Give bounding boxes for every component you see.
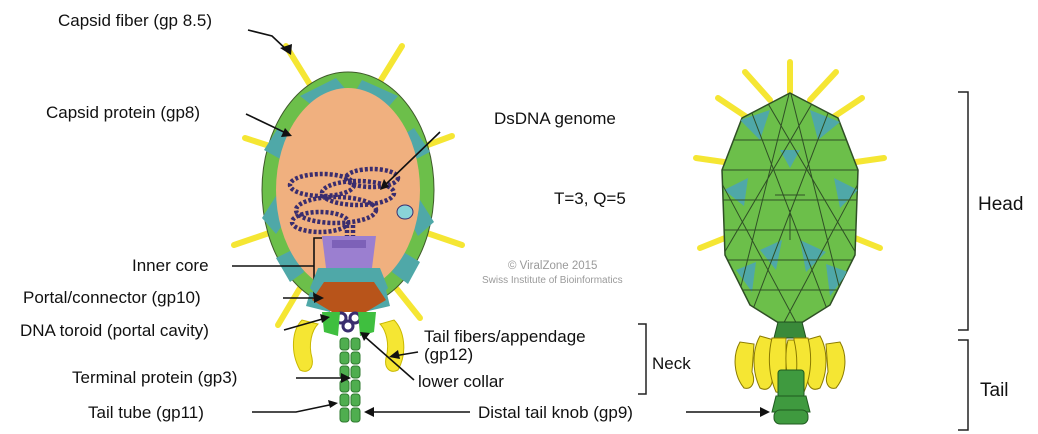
label-head: Head bbox=[978, 194, 1023, 215]
label-capsid-protein: Capsid protein (gp8) bbox=[46, 103, 200, 122]
head-collar bbox=[774, 322, 806, 338]
label-tail-tube: Tail tube (gp11) bbox=[88, 403, 204, 422]
label-portal-connector: Portal/connector (gp10) bbox=[23, 288, 201, 307]
watermark-line1: © ViralZone 2015 bbox=[508, 260, 597, 272]
head-bracket bbox=[958, 92, 968, 330]
label-distal-tail-knob: Distal tail knob (gp9) bbox=[478, 403, 633, 422]
label-neck: Neck bbox=[652, 354, 691, 373]
label-tail-fibers-line2: (gp12) bbox=[424, 345, 473, 364]
watermark-line2: Swiss Institute of Bioinformatics bbox=[482, 275, 623, 286]
label-dsdna-genome: DsDNA genome bbox=[494, 109, 616, 128]
cross-section-model bbox=[234, 46, 462, 422]
watermark: © ViralZone 2015 Swiss Institute of Bioi… bbox=[482, 260, 623, 286]
label-dna-toroid: DNA toroid (portal cavity) bbox=[20, 321, 209, 340]
neck-bracket bbox=[638, 324, 646, 394]
label-terminal-protein: Terminal protein (gp3) bbox=[72, 368, 237, 387]
label-inner-core: Inner core bbox=[132, 256, 209, 275]
portal-connector bbox=[310, 268, 388, 312]
tail-bracket bbox=[958, 340, 968, 430]
label-capsid-fiber: Capsid fiber (gp 8.5) bbox=[58, 11, 212, 30]
label-triangulation: T=3, Q=5 bbox=[554, 189, 626, 208]
label-lower-collar: lower collar bbox=[418, 372, 504, 391]
tail-external bbox=[772, 370, 810, 424]
genome-end-bubble bbox=[397, 205, 413, 219]
label-tail: Tail bbox=[980, 380, 1009, 401]
labels: Capsid fiber (gp 8.5) Capsid protein (gp… bbox=[20, 11, 1023, 422]
inner-core bbox=[322, 236, 376, 268]
label-tail-fibers-line1: Tail fibers/appendage bbox=[424, 327, 586, 346]
external-model bbox=[696, 62, 884, 424]
